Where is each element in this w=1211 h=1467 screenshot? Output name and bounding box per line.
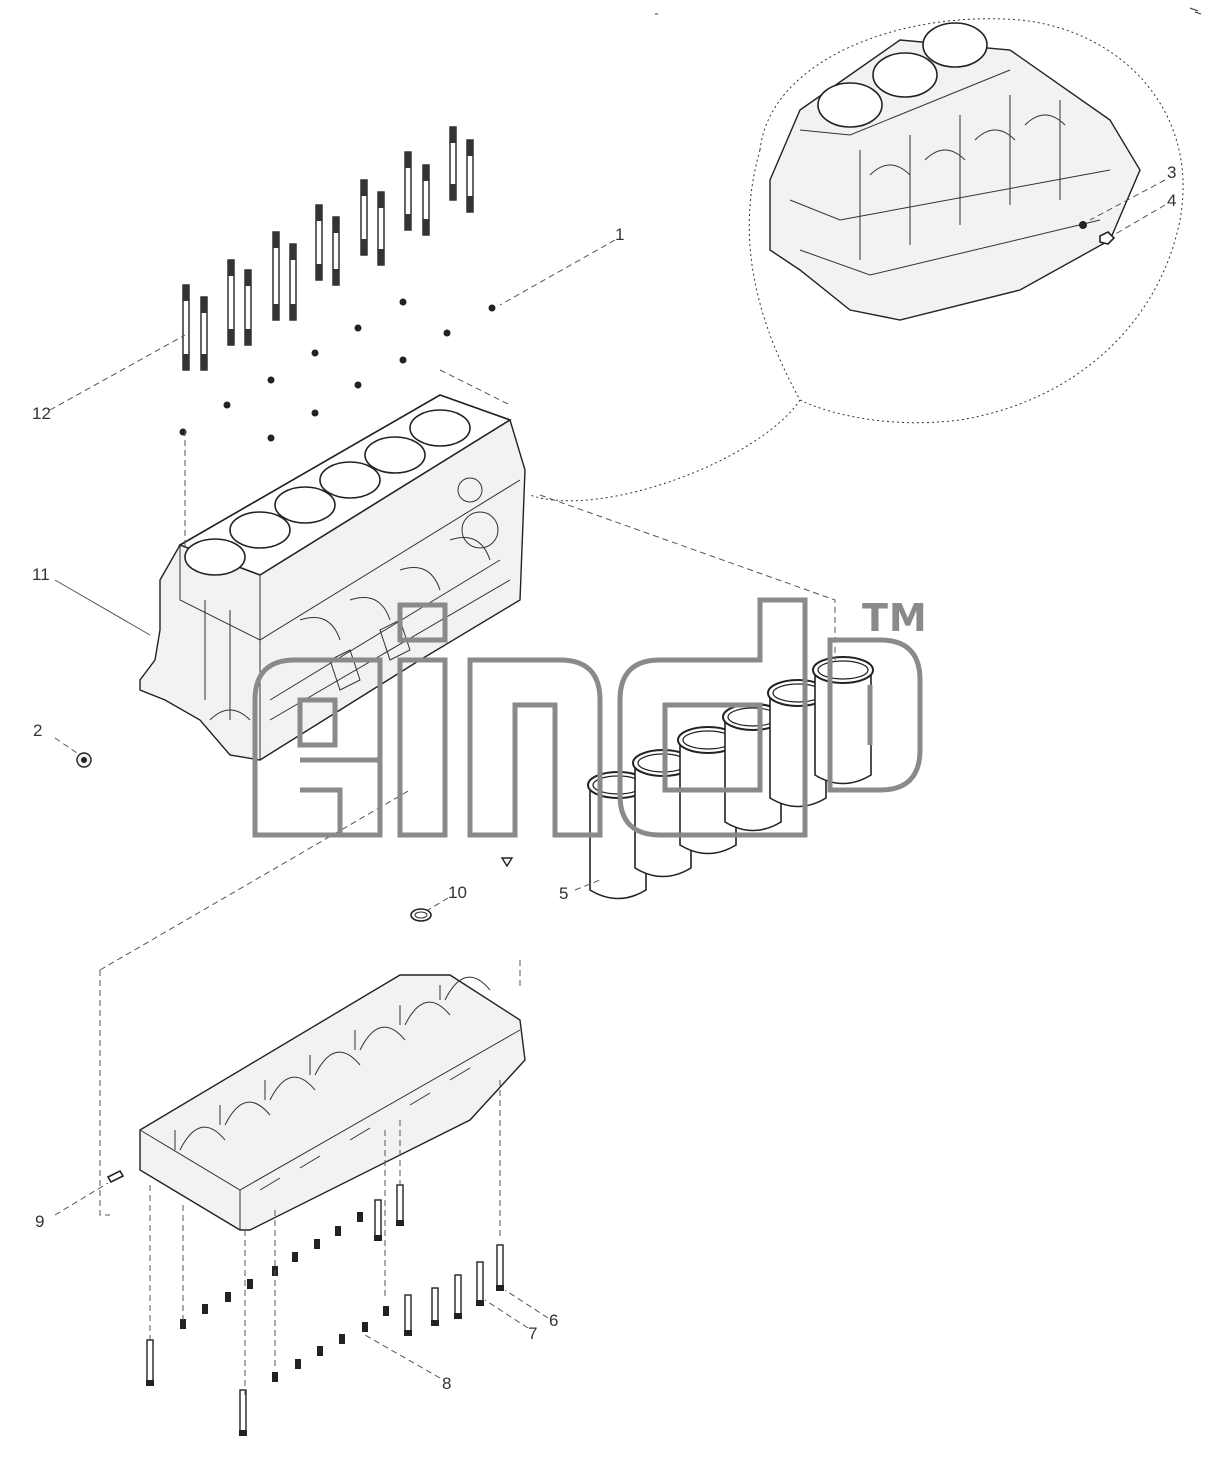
callout-2: 2 — [33, 721, 43, 740]
head-stud — [289, 243, 297, 321]
bedplate-bolt-short — [272, 1372, 278, 1382]
bedplate-bolt-short — [335, 1226, 341, 1236]
head-stud — [182, 284, 190, 371]
bedplate-bolt — [496, 1244, 504, 1291]
bedplate-bolt-short — [247, 1279, 253, 1289]
cylinder-liner — [812, 656, 874, 785]
dowel-pins — [179, 298, 496, 442]
watermark-logo — [252, 597, 923, 838]
callout-11: 11 — [32, 565, 50, 584]
callout-1: 1 — [615, 225, 625, 244]
head-stud — [360, 179, 368, 256]
bedplate-bolt — [396, 1184, 404, 1226]
bedplate-bolt-short — [180, 1319, 186, 1329]
detail-block-view — [769, 22, 1141, 321]
bedplate-bolt-short — [317, 1346, 323, 1356]
cylinder-liners — [587, 656, 874, 900]
callout-5: 5 — [559, 884, 569, 903]
head-studs — [182, 126, 474, 371]
dowel-pin — [443, 329, 451, 337]
head-stud — [449, 126, 457, 201]
dowel-pin — [223, 401, 231, 409]
bedplate-bolt — [476, 1261, 484, 1306]
cylinder-liner — [677, 726, 739, 855]
bedplate-bolts — [146, 1184, 504, 1436]
bedplate-bolt — [454, 1274, 462, 1319]
bedplate-bolt-short — [225, 1292, 231, 1302]
dowel-pin — [354, 324, 362, 332]
head-stud — [422, 164, 430, 236]
bedplate-bolt — [239, 1389, 247, 1436]
head-stud — [332, 216, 340, 286]
dowel-pin — [399, 298, 407, 306]
callout-6: 6 — [549, 1311, 559, 1330]
callout-9: 9 — [35, 1212, 45, 1231]
callout-3: 3 — [1167, 163, 1177, 182]
head-stud — [244, 269, 252, 346]
cylinder-liner — [767, 679, 829, 808]
bedplate-bolt-short — [202, 1304, 208, 1314]
bedplate-bolt-short — [357, 1212, 363, 1222]
head-stud — [272, 231, 280, 321]
dowel-pin — [267, 434, 275, 442]
bedplate-bolt-short — [292, 1252, 298, 1262]
callout-10: 10 — [448, 883, 467, 902]
bedplate-bolt — [146, 1339, 154, 1386]
cylinder-block — [139, 394, 526, 761]
callout-8: 8 — [442, 1374, 452, 1393]
bedplate-bolt-short — [362, 1322, 368, 1332]
dowel-pin — [267, 376, 275, 384]
dowel-pin — [311, 409, 319, 417]
head-stud — [404, 151, 412, 231]
dowel-pin — [311, 349, 319, 357]
head-stud — [466, 139, 474, 213]
bedplate-bolt-short — [383, 1306, 389, 1316]
dowel-pin — [354, 381, 362, 389]
bedplate-bolt-short — [339, 1334, 345, 1344]
bedplate-bolt-short — [295, 1359, 301, 1369]
bedplate-bolt — [374, 1199, 382, 1241]
dowel-pin — [488, 304, 496, 312]
head-stud — [377, 191, 385, 266]
bedplate — [139, 974, 526, 1231]
dowel-pin-9 — [106, 1169, 125, 1184]
head-stud — [200, 296, 208, 371]
bedplate-bolt — [404, 1294, 412, 1336]
o-ring — [410, 857, 514, 922]
bedplate-bolt — [431, 1287, 439, 1326]
trademark-symbol: TM — [862, 596, 928, 640]
head-stud — [227, 259, 235, 346]
plug — [76, 752, 92, 768]
callout-12: 12 — [32, 404, 51, 423]
callout-7: 7 — [528, 1324, 538, 1343]
dowel-pin — [399, 356, 407, 364]
cylinder-liner — [722, 703, 784, 832]
bedplate-bolt-short — [314, 1239, 320, 1249]
callout-4: 4 — [1167, 191, 1177, 210]
head-stud — [315, 204, 323, 281]
detail-view-circle — [529, 18, 1184, 502]
